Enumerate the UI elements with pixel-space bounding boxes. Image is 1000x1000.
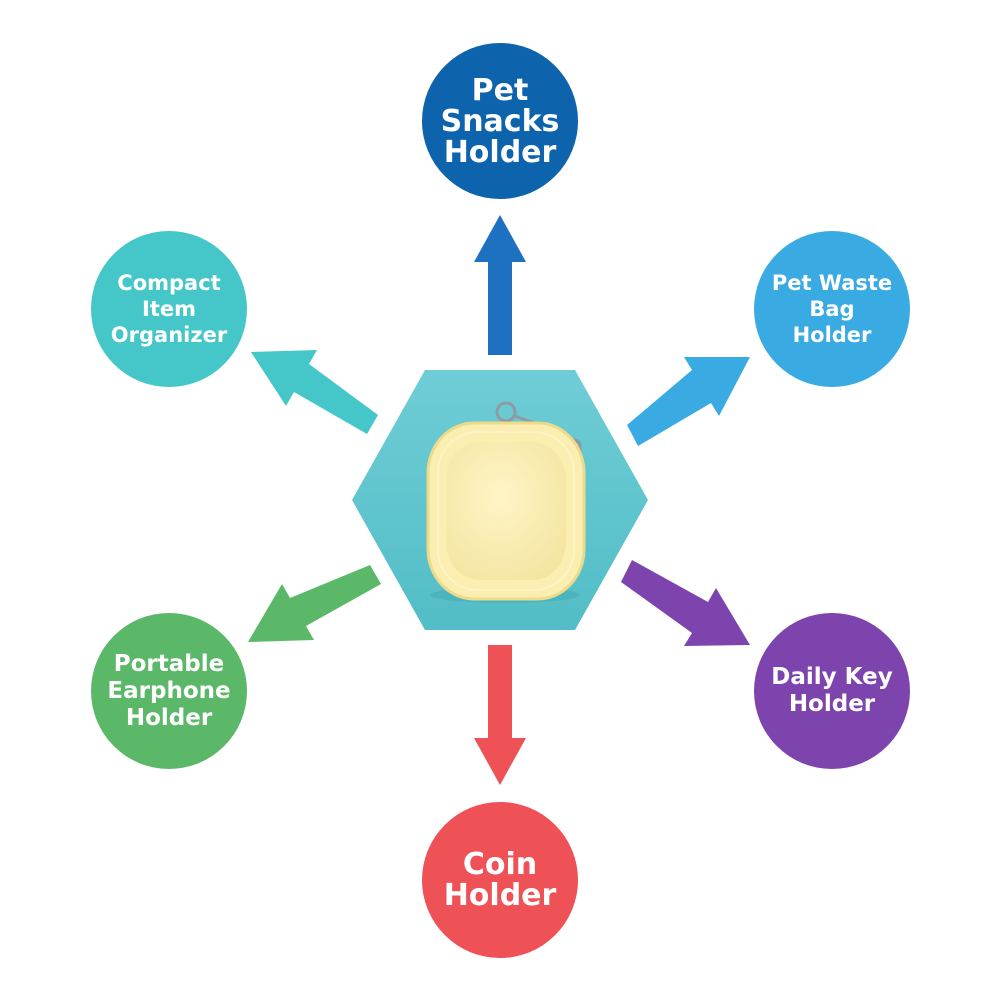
node-label: Daily Key Holder — [771, 664, 893, 717]
node-daily-key-holder: Daily Key Holder — [754, 613, 910, 769]
node-label: Portable Earphone Holder — [107, 650, 231, 731]
node-coin-holder: Coin Holder — [422, 802, 578, 958]
node-pet-snacks-holder: Pet Snacks Holder — [422, 43, 578, 199]
node-portable-earphone-holder: Portable Earphone Holder — [91, 613, 247, 769]
keyring-ring — [495, 401, 517, 423]
product-image — [426, 401, 586, 603]
arrow-to-top-right — [627, 357, 750, 446]
node-pet-waste-bag-holder: Pet Waste Bag Holder — [754, 231, 910, 387]
arrow-to-bottom — [474, 645, 526, 785]
node-label: Coin Holder — [443, 847, 557, 913]
arrow-to-top — [474, 215, 526, 355]
arrow-to-bottom-left — [248, 565, 381, 642]
arrow-to-bottom-right — [621, 560, 750, 646]
node-label: Pet Snacks Holder — [440, 72, 560, 170]
node-compact-item-organizer: Compact Item Organizer — [91, 231, 247, 387]
pouch-face — [446, 442, 566, 580]
arrow-to-top-left — [251, 350, 378, 434]
node-label: Compact Item Organizer — [110, 271, 228, 347]
node-label: Pet Waste Bag Holder — [771, 271, 893, 347]
